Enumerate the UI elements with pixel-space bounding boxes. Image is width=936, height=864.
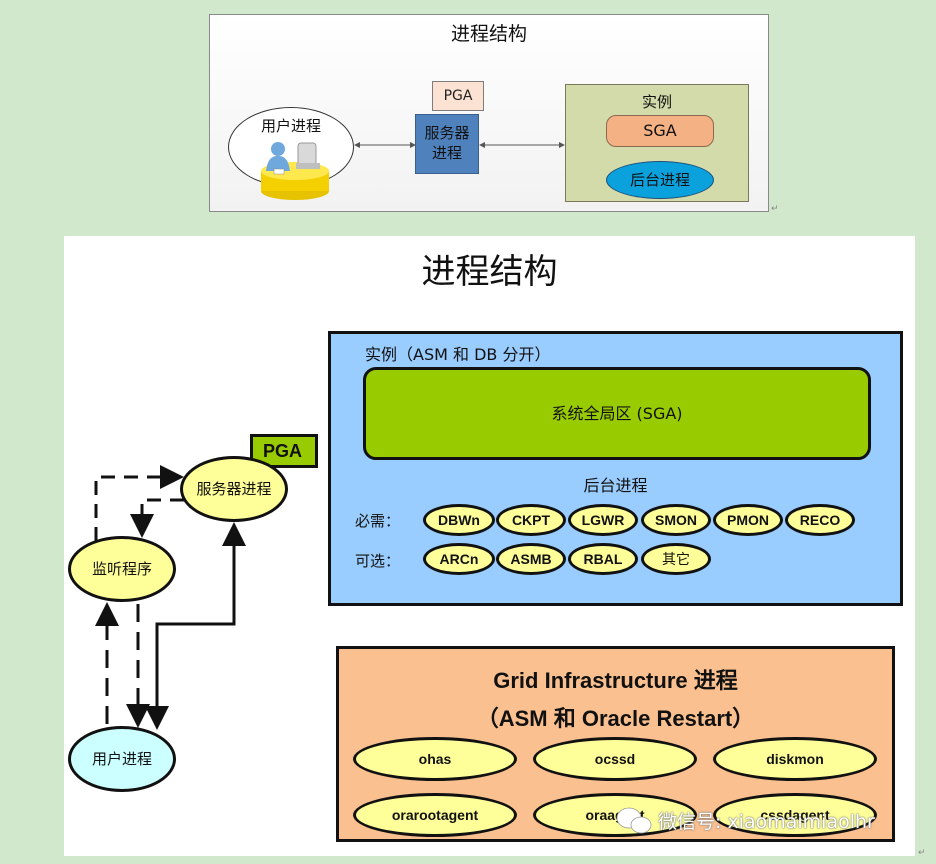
process-pill-ckpt: CKPT: [496, 504, 566, 536]
process-pill-arcn: ARCn: [423, 543, 495, 575]
top-server-label-line1: 服务器: [424, 124, 470, 142]
process-pill-reco: RECO: [785, 504, 855, 536]
sga-box: 系统全局区 (SGA): [363, 367, 871, 460]
watermark-text: 微信号: xiaomaimiaolhr: [658, 811, 875, 833]
user-at-computer-icon: [261, 142, 329, 200]
gi-process-cssdagent: cssdagent: [713, 793, 877, 837]
process-pill-pmon: PMON: [713, 504, 783, 536]
top-server-process-box: 服务器 进程: [415, 114, 479, 174]
top-server-label-line2: 进程: [431, 144, 462, 162]
server-process-node: 服务器进程: [180, 456, 288, 522]
process-pill-smon: SMON: [641, 504, 711, 536]
listener-node: 监听程序: [68, 536, 176, 602]
connector-lines: [94, 465, 246, 730]
process-pill-asmb: ASMB: [496, 543, 566, 575]
paragraph-mark: ↵: [771, 204, 779, 214]
top-process-structure-panel: 进程结构 用户进程 PGA 服务器 进程 实例 SGA 后台进程: [209, 14, 769, 212]
gi-process-oraagent: oraagent: [533, 793, 697, 837]
optional-label: 可选：: [355, 552, 401, 570]
gi-process-diskmon: diskmon: [713, 737, 877, 781]
user-server-arrow: [354, 142, 416, 148]
required-label: 必需：: [355, 512, 401, 530]
gi-process-orarootagent: orarootagent: [353, 793, 517, 837]
instance-box: 实例（ASM 和 DB 分开） 系统全局区 (SGA) 后台进程 必需： DBW…: [328, 331, 903, 606]
server-to-listener-dashed: [130, 498, 184, 538]
background-processes-label: 后台进程: [583, 476, 648, 495]
process-pill-other: 其它: [641, 543, 711, 575]
process-pill-lgwr: LGWR: [568, 504, 638, 536]
top-pga-box: PGA: [432, 81, 484, 111]
top-instance-box: 实例 SGA 后台进程: [565, 84, 749, 202]
top-instance-label: 实例: [641, 93, 672, 111]
grid-infrastructure-title: Grid Infrastructure 进程: [493, 668, 738, 693]
top-background-process-ellipse: 后台进程: [606, 161, 714, 199]
pga-box: PGA: [250, 434, 318, 468]
top-user-process-label: 用户进程: [260, 117, 321, 135]
top-sga-box: SGA: [606, 115, 714, 147]
server-instance-arrow: [479, 142, 565, 148]
top-title: 进程结构: [450, 23, 527, 45]
listener-to-server-dashed: [94, 465, 184, 541]
process-pill-rbal: RBAL: [568, 543, 638, 575]
grid-infrastructure-subtitle: （ASM 和 Oracle Restart）: [476, 706, 755, 731]
gi-process-ocssd: ocssd: [533, 737, 697, 781]
grid-infrastructure-box: Grid Infrastructure 进程 （ASM 和 Oracle Res…: [336, 646, 895, 842]
bottom-title: 进程结构: [421, 252, 558, 292]
gi-process-ohas: ohas: [353, 737, 517, 781]
instance-label: 实例（ASM 和 DB 分开）: [365, 345, 551, 364]
process-pill-dbwn: DBWn: [423, 504, 495, 536]
user-process-node: 用户进程: [68, 726, 176, 792]
wechat-icon: [616, 807, 652, 834]
paragraph-mark-bottom: ↵: [918, 848, 926, 858]
bottom-process-structure-panel: 进程结构 PGA 服务器进程 监听程序 用户进程 实例（ASM 和 DB 分开）…: [64, 236, 915, 856]
